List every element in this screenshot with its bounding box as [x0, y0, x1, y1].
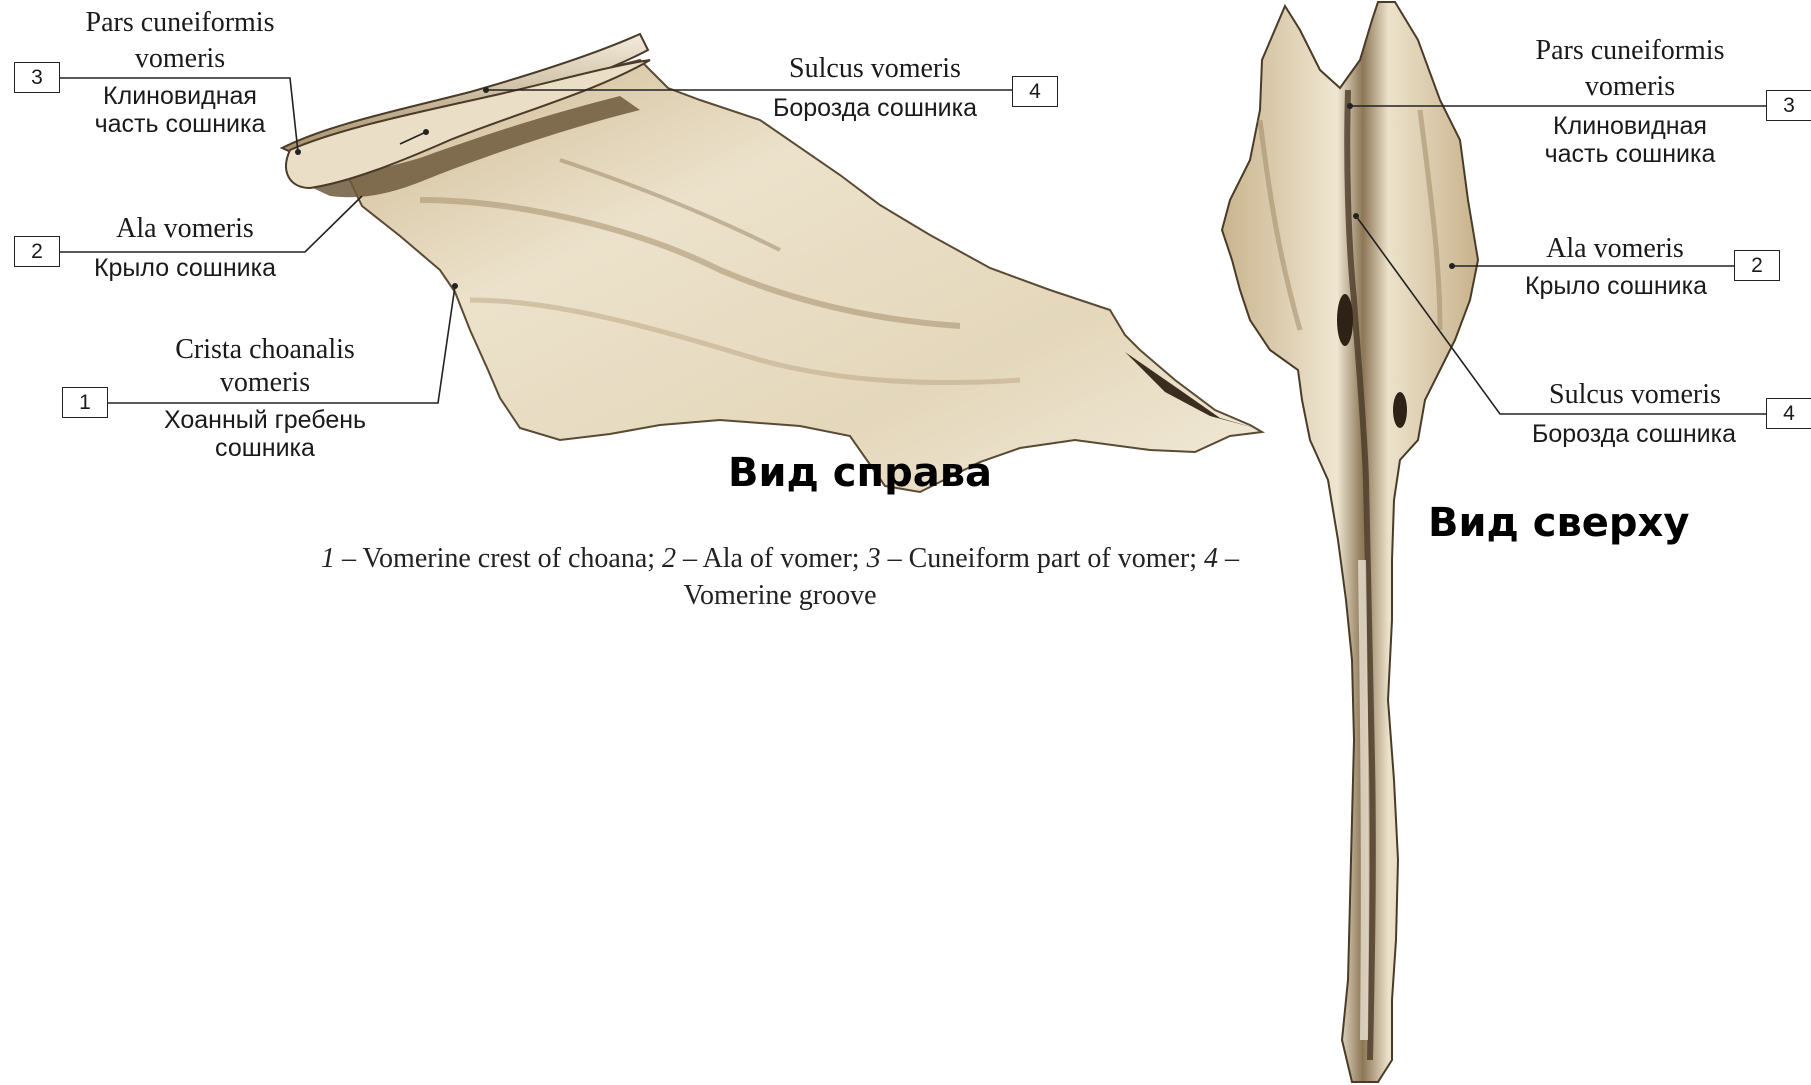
label-ru-khoannyi-greben-side: Хоанный гребень	[140, 406, 390, 435]
number-box-1-side: 1	[62, 387, 108, 418]
label-latin-crista-choanalis-side: Crista choanalis	[140, 333, 390, 367]
label-latin-vomeris-top: vomeris	[1510, 70, 1750, 104]
top-shaft-highlight	[1362, 560, 1365, 1040]
label-ru-krylo-soshnika-top: Крыло сошника	[1506, 272, 1726, 301]
number-box-3-top: 3	[1766, 90, 1811, 121]
number-box-2-side: 2	[14, 236, 60, 267]
anchor-dot	[423, 129, 429, 135]
label-latin-ala-vomeris-side: Ala vomeris	[80, 212, 290, 246]
label-ru-klinovidnaya-side: Клиновидная	[70, 82, 290, 111]
label-ru-chast-soshnika-side: часть сошника	[70, 110, 290, 139]
number-box-2-top: 2	[1734, 250, 1780, 281]
caption-number-2: 2	[662, 543, 676, 574]
label-latin-vomeris-crest-side: vomeris	[140, 366, 390, 400]
label-ru-soshnika-crest-side: сошника	[140, 434, 390, 463]
top-groove-opening	[1337, 294, 1353, 346]
anchor-dot	[1353, 213, 1359, 219]
number-box-3-side: 3	[14, 62, 60, 93]
label-ru-chast-soshnika-top: часть сошника	[1520, 140, 1740, 169]
label-latin-pars-cuneiformis-top: Pars cuneiformis	[1510, 34, 1750, 68]
figure-caption: 1 – Vomerine crest of choana; 2 – Ala of…	[300, 540, 1260, 614]
label-ru-borozda-soshnika-top: Борозда сошника	[1506, 420, 1762, 449]
anchor-dot	[1347, 103, 1353, 109]
anchor-dot	[483, 87, 489, 93]
caption-number-4: 4	[1204, 543, 1218, 574]
label-ru-klinovidnaya-top: Клиновидная	[1520, 112, 1740, 141]
label-latin-sulcus-vomeris-side: Sulcus vomeris	[750, 52, 1000, 86]
caption-text-2: – Ala of vomer;	[676, 543, 867, 574]
top-groove-opening	[1393, 392, 1407, 428]
caption-number-3: 3	[867, 543, 881, 574]
anchor-dot	[295, 149, 301, 155]
number-box-4-top: 4	[1766, 398, 1811, 429]
number-box-4-side: 4	[1012, 76, 1058, 107]
anchor-dot	[1449, 263, 1455, 269]
anchor-dot	[452, 283, 458, 289]
side-view-title: Вид справа	[728, 450, 992, 496]
label-latin-pars-cuneiformis-side: Pars cuneiformis	[60, 6, 300, 40]
top-view-title: Вид сверху	[1428, 500, 1689, 546]
label-latin-sulcus-vomeris-top: Sulcus vomeris	[1510, 378, 1760, 412]
label-ru-borozda-soshnika-side: Борозда сошника	[750, 94, 1000, 123]
label-ru-krylo-soshnika-side: Крыло сошника	[80, 254, 290, 283]
caption-number-1: 1	[321, 543, 335, 574]
caption-text-3: – Cuneiform part of vomer;	[881, 543, 1204, 574]
label-latin-vomeris-side: vomeris	[60, 42, 300, 76]
caption-text-1: – Vomerine crest of choana;	[335, 543, 662, 574]
label-latin-ala-vomeris-top: Ala vomeris	[1510, 232, 1720, 266]
